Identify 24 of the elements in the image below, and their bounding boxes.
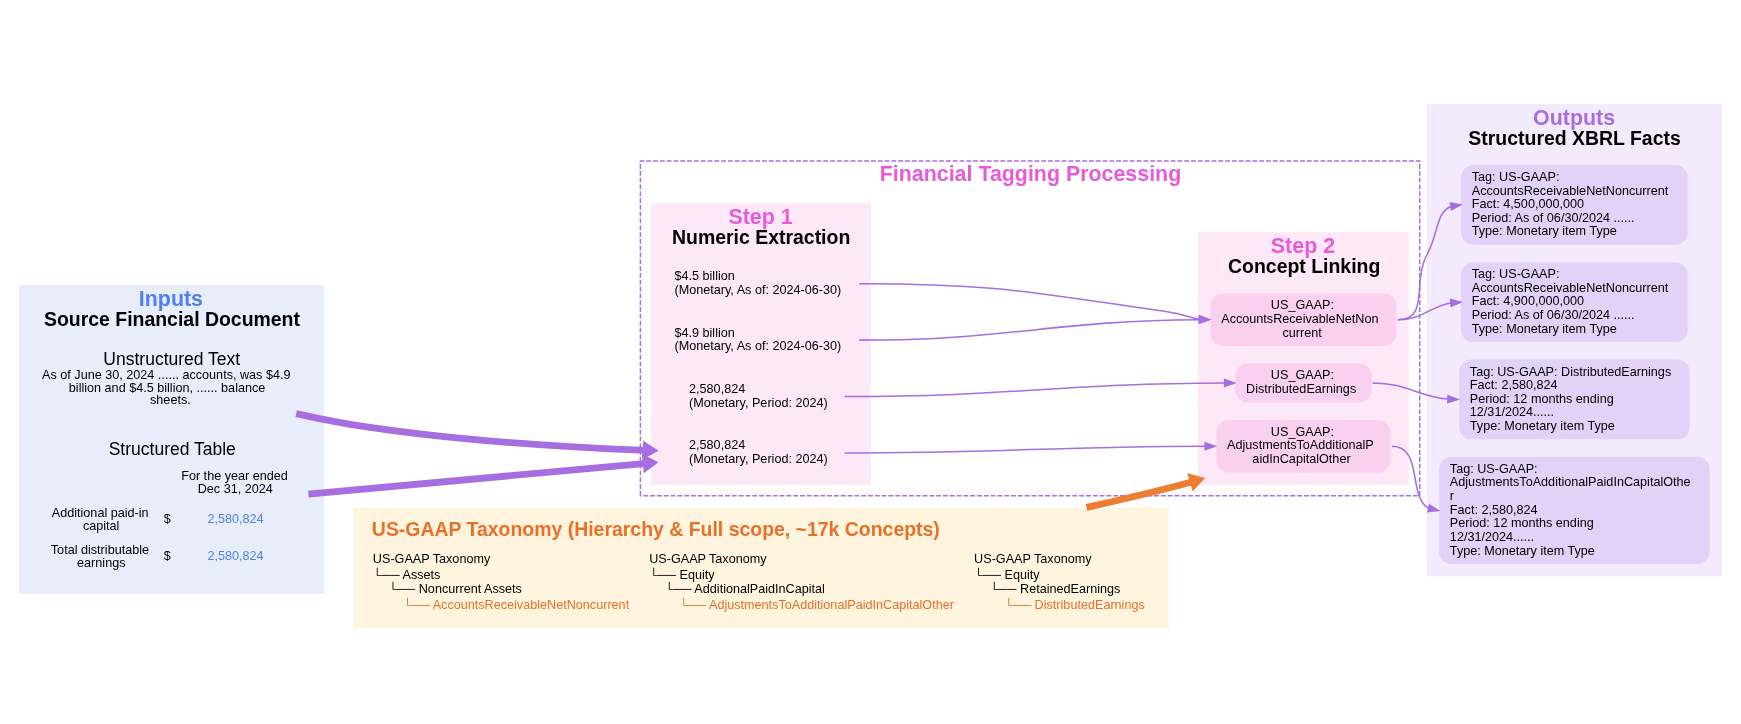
node-text: $4.5 billion (Monetary, As of: 2024-06-30) [674,268,842,297]
node-text: 2,580,824 (Monetary, Period: 2024) [689,437,828,466]
node-text: Structured Table For the year ended Dec 31, 2024 Additional paid-in capital $ 2,580,824 Total distributable earnings $ 2,580,824 [50,438,288,570]
arrow [858,314,1212,341]
arrow [295,409,659,460]
node-box: Tag: US-GAAP: AdjustmentsToAdditionalPaidInCapitalOther Fact: 2,580,824 Period: 12 months ending 12/31/2024...... Type: Monetary item Type [1439,456,1710,564]
node-box: US_GAAP: DistributedEarnings [1235,362,1372,402]
node-box: Tag: US-GAAP: AccountsReceivableNetNoncurrent Fact: 4,500,000,000 Period: As of 06/30/2024 ...... Type: Monetary item Type [1461,164,1688,245]
arrow [308,453,659,497]
arrow [1371,381,1461,404]
node-box: US_GAAP: AccountsReceivableNetNoncurrent [1210,292,1397,346]
arrow [1085,472,1206,511]
node-text: 2,580,824 (Monetary, Period: 2024) [689,381,828,410]
node-text: Unstructured Text As of June 30, 2024 ...... accounts, was $4.9 billion and $4.5 billion, ...... balance sheets. [42,348,291,407]
node-box: Tag: US-GAAP: DistributedEarnings Fact: 2,580,824 Period: 12 months ending 12/31/2024...... Type: Monetary item Type [1459,359,1690,439]
node-box: US_GAAP: AdjustmentsToAdditionalPaidInCapitalOther [1216,419,1391,472]
arrow [1391,444,1441,512]
node-box: US-GAAP Taxonomy (Hierarchy & Full scope, ~17k Concepts) US-GAAP Taxonomy └── Assets └── Noncurrent Assets └── AccountsReceivableNetNoncurrent US-GAAP Taxonomy └── Equity └── AdditionalPaidInCapital └── AdjustmentsToAdditionalPaidInCapitalOther US-GAAP Taxonomy └── Equity └── RetainedEarnings └── DistributedEarnings [353,506,1169,628]
arrow [843,441,1218,454]
arrow [843,377,1237,397]
arrow [1397,201,1463,320]
node-box: Tag: US-GAAP: AccountsReceivableNetNoncurrent Fact: 4,900,000,000 Period: As of 06/30/2024 ...... Type: Monetary item Type [1461,261,1688,342]
node-text: $4.9 billion (Monetary, As of: 2024-06-30) [674,325,842,353]
arrow [858,282,1212,324]
